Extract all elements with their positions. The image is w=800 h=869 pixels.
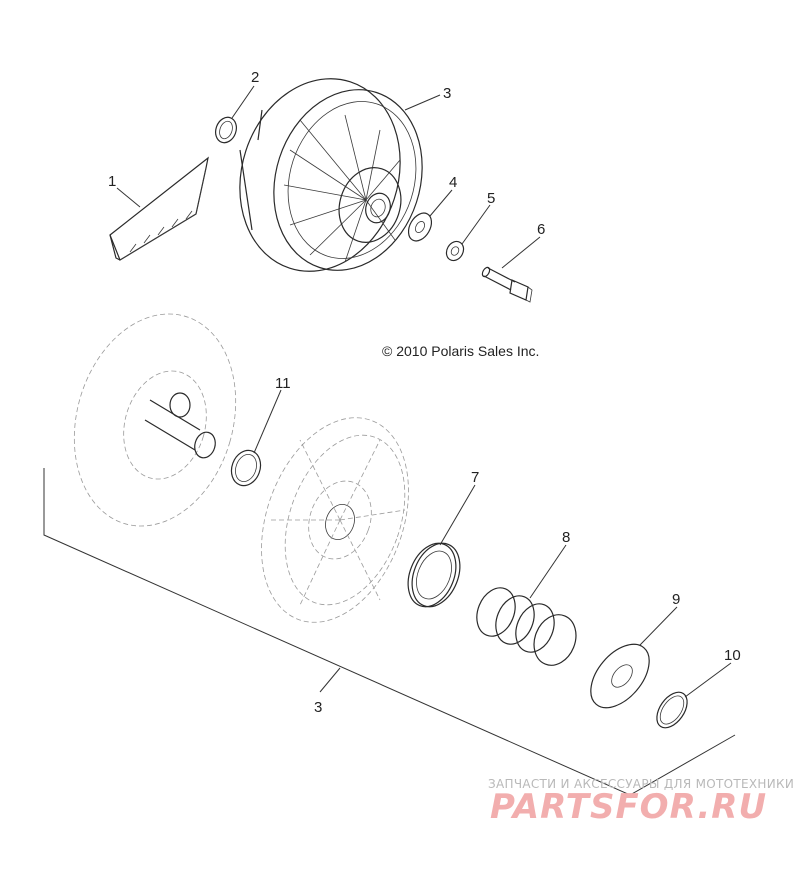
callout-3-bottom: 3 bbox=[314, 699, 322, 716]
assembly-bracket bbox=[43, 468, 736, 796]
copyright-notice: © 2010 Polaris Sales Inc. bbox=[382, 343, 539, 359]
watermark-subtitle: ЗАПЧАСТИ И АКСЕССУАРЫ ДЛЯ МОТОТЕХНИКИ bbox=[488, 777, 794, 791]
callout-3-top: 3 bbox=[443, 85, 451, 102]
part-11-o-ring bbox=[230, 449, 262, 487]
callout-4: 4 bbox=[449, 174, 457, 191]
part-1-drive-belt bbox=[109, 156, 209, 261]
callout-7: 7 bbox=[471, 469, 479, 486]
watermark: ЗАПЧАСТИ И АКСЕССУАРЫ ДЛЯ МОТОТЕХНИКИ PA… bbox=[488, 777, 794, 827]
leader-lines bbox=[116, 85, 732, 698]
callout-1: 1 bbox=[108, 173, 116, 190]
part-9-spring-seat bbox=[590, 643, 650, 709]
part-3-driven-clutch bbox=[239, 78, 423, 272]
callout-8: 8 bbox=[562, 529, 570, 546]
callout-6: 6 bbox=[537, 221, 545, 238]
watermark-brand: PARTSFOR.RU bbox=[490, 787, 767, 827]
part-4-washer bbox=[407, 212, 433, 242]
callout-9: 9 bbox=[672, 591, 680, 608]
part-2-o-ring bbox=[215, 116, 237, 144]
part-6-bolt bbox=[481, 266, 533, 303]
part-8-spring bbox=[476, 587, 577, 666]
stationary-sheave bbox=[73, 313, 237, 527]
part-5-spacer bbox=[445, 240, 465, 262]
part-10-snap-ring bbox=[656, 691, 688, 729]
part-7-seal bbox=[407, 542, 461, 608]
callout-5: 5 bbox=[487, 190, 495, 207]
callout-10: 10 bbox=[724, 647, 741, 664]
callout-11: 11 bbox=[275, 375, 291, 392]
callout-2: 2 bbox=[251, 69, 259, 86]
moveable-sheave bbox=[261, 417, 409, 623]
